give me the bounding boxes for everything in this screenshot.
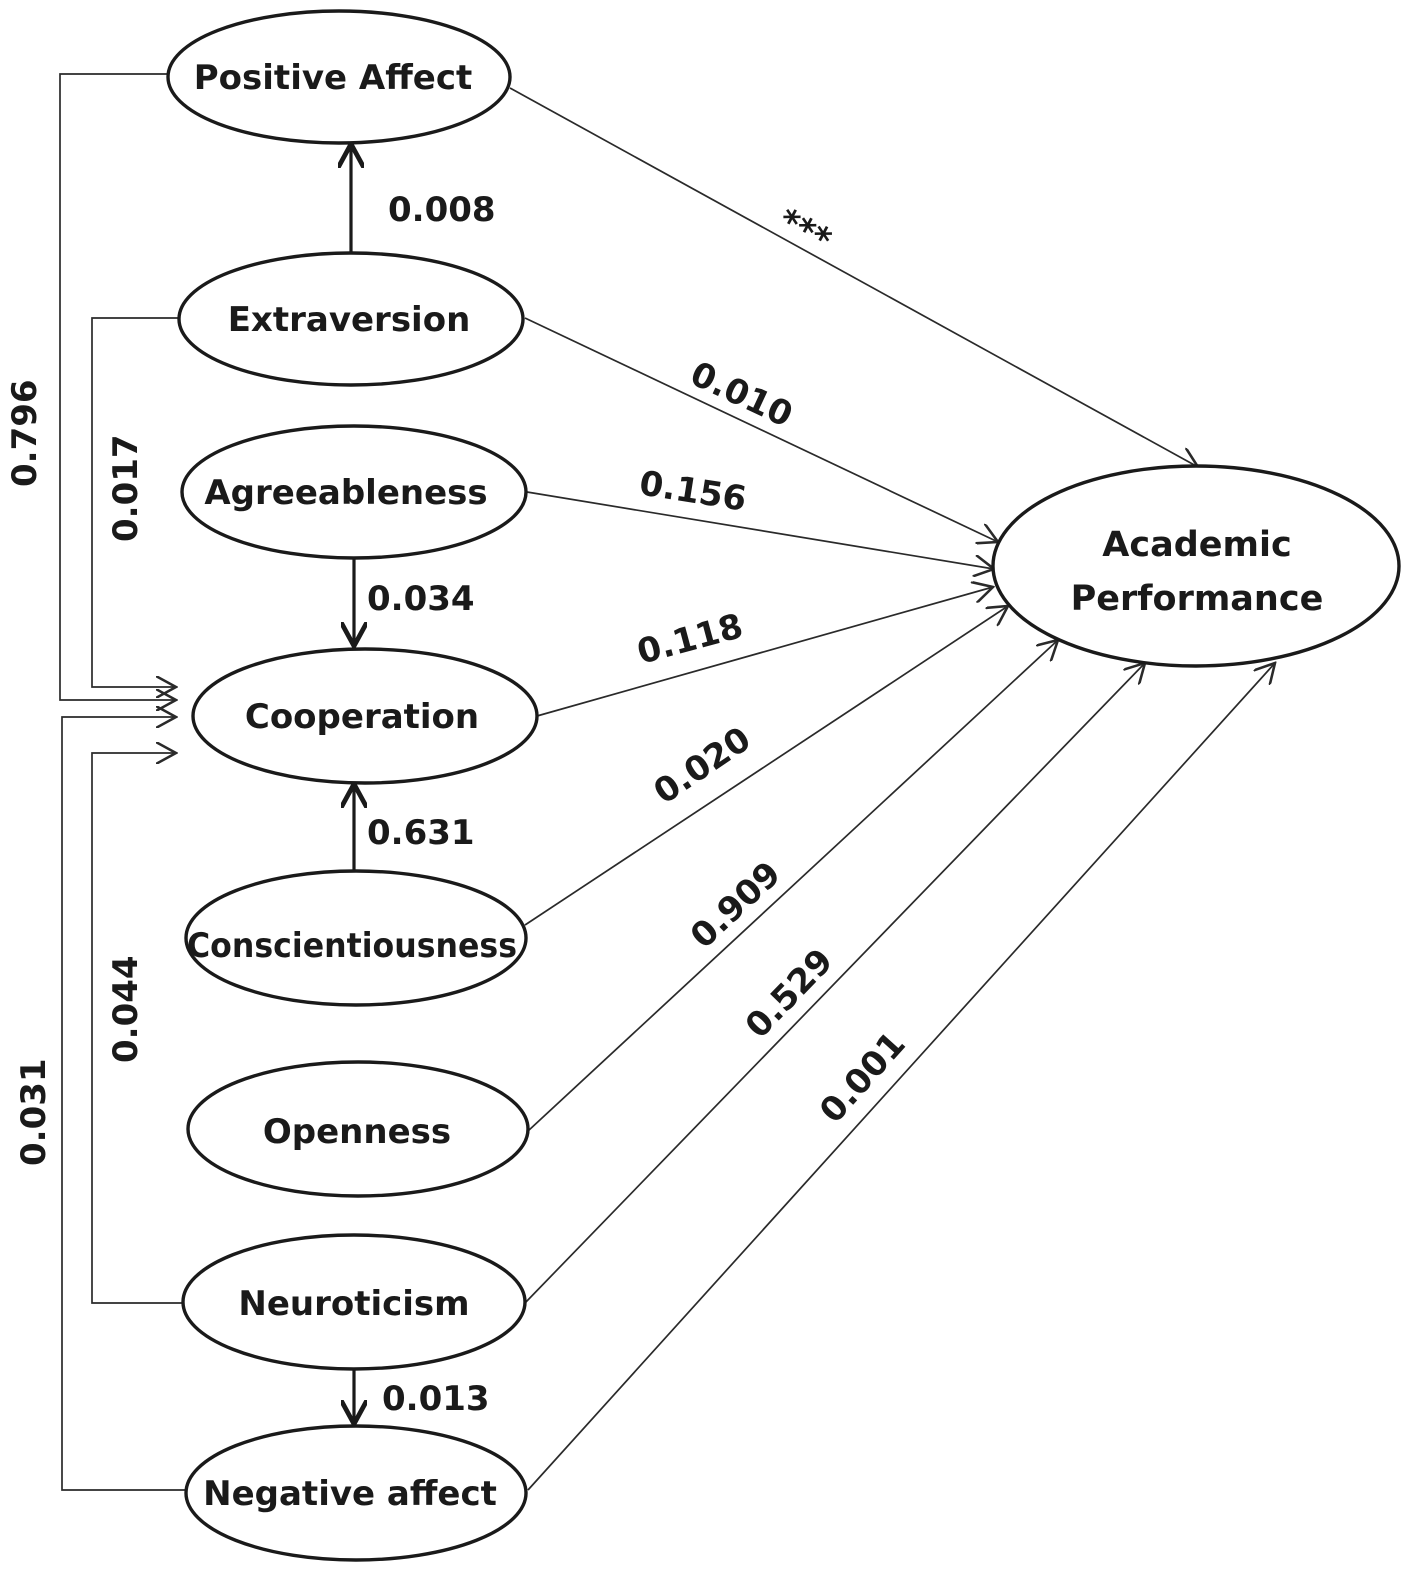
edges — [59, 73, 1275, 1491]
edge-extraversion-to-academic — [524, 317, 998, 542]
edge-label-extraversion-to-positive-affect: 0.008 — [388, 190, 496, 230]
node-label-extraversion: Extraversion — [228, 300, 471, 340]
edge-openness-to-academic — [527, 640, 1058, 1132]
edge-extraversion-to-cooperation — [91, 317, 182, 687]
node-label-cooperation: Cooperation — [245, 697, 479, 737]
edge-labels: 0.008 0.034 0.631 0.013 *** 0.010 0.156 … — [5, 190, 914, 1419]
node-label-academic-performance-line2: Performance — [1071, 579, 1324, 619]
edge-agreeableness-to-academic — [526, 491, 994, 569]
edge-conscientiousness-to-academic — [524, 606, 1008, 926]
node-conscientiousness: Conscientiousness — [184, 869, 528, 1007]
node-positive-affect: Positive Affect — [166, 9, 512, 145]
edge-label-conscientiousness-to-cooperation: 0.631 — [367, 813, 475, 853]
edge-neuroticism-to-academic — [524, 663, 1145, 1304]
edge-label-extraversion-to-academic: 0.010 — [684, 354, 798, 436]
edge-label-agreeableness-to-academic: 0.156 — [637, 463, 749, 519]
edge-label-openness-to-academic: 0.909 — [683, 854, 789, 957]
edge-label-neuroticism-to-cooperation: 0.044 — [106, 955, 146, 1063]
node-label-neuroticism: Neuroticism — [238, 1284, 469, 1324]
edge-label-positive-affect-to-academic: *** — [772, 201, 838, 261]
edge-neuroticism-to-cooperation — [91, 753, 184, 1304]
edge-positive-affect-to-cooperation — [59, 73, 176, 700]
node-extraversion: Extraversion — [177, 251, 525, 387]
edge-positive-affect-to-academic — [509, 87, 1198, 467]
edge-label-negative-affect-to-cooperation: 0.031 — [14, 1058, 54, 1166]
edge-label-cooperation-to-academic: 0.118 — [633, 606, 747, 672]
node-label-openness: Openness — [263, 1112, 451, 1152]
edge-label-negative-affect-to-academic: 0.001 — [812, 1024, 914, 1131]
node-agreeableness: Agreeableness — [180, 424, 528, 560]
nodes: Positive Affect Extraversion Agreeablene… — [166, 9, 1401, 1562]
edge-negative-affect-to-academic — [527, 663, 1275, 1491]
node-negative-affect: Negative affect — [184, 1424, 528, 1562]
node-label-conscientiousness: Conscientiousness — [187, 926, 517, 966]
edge-label-extraversion-to-cooperation: 0.017 — [106, 434, 146, 542]
node-label-negative-affect: Negative affect — [203, 1474, 497, 1514]
node-neuroticism: Neuroticism — [181, 1233, 527, 1371]
node-academic-performance: Academic Performance — [991, 464, 1401, 668]
node-label-positive-affect: Positive Affect — [194, 58, 472, 98]
edge-cooperation-to-academic — [536, 587, 993, 717]
edge-label-neuroticism-to-negative-affect: 0.013 — [382, 1379, 490, 1419]
node-label-agreeableness: Agreeableness — [204, 473, 487, 513]
node-cooperation: Cooperation — [191, 647, 539, 785]
node-label-academic-performance-line1: Academic — [1102, 525, 1291, 565]
edge-label-positive-affect-to-cooperation: 0.796 — [5, 379, 45, 487]
edge-negative-affect-to-cooperation — [61, 717, 186, 1491]
edge-label-conscientiousness-to-academic: 0.020 — [647, 719, 759, 812]
node-openness: Openness — [186, 1060, 530, 1198]
edge-label-agreeableness-to-cooperation: 0.034 — [367, 579, 475, 619]
